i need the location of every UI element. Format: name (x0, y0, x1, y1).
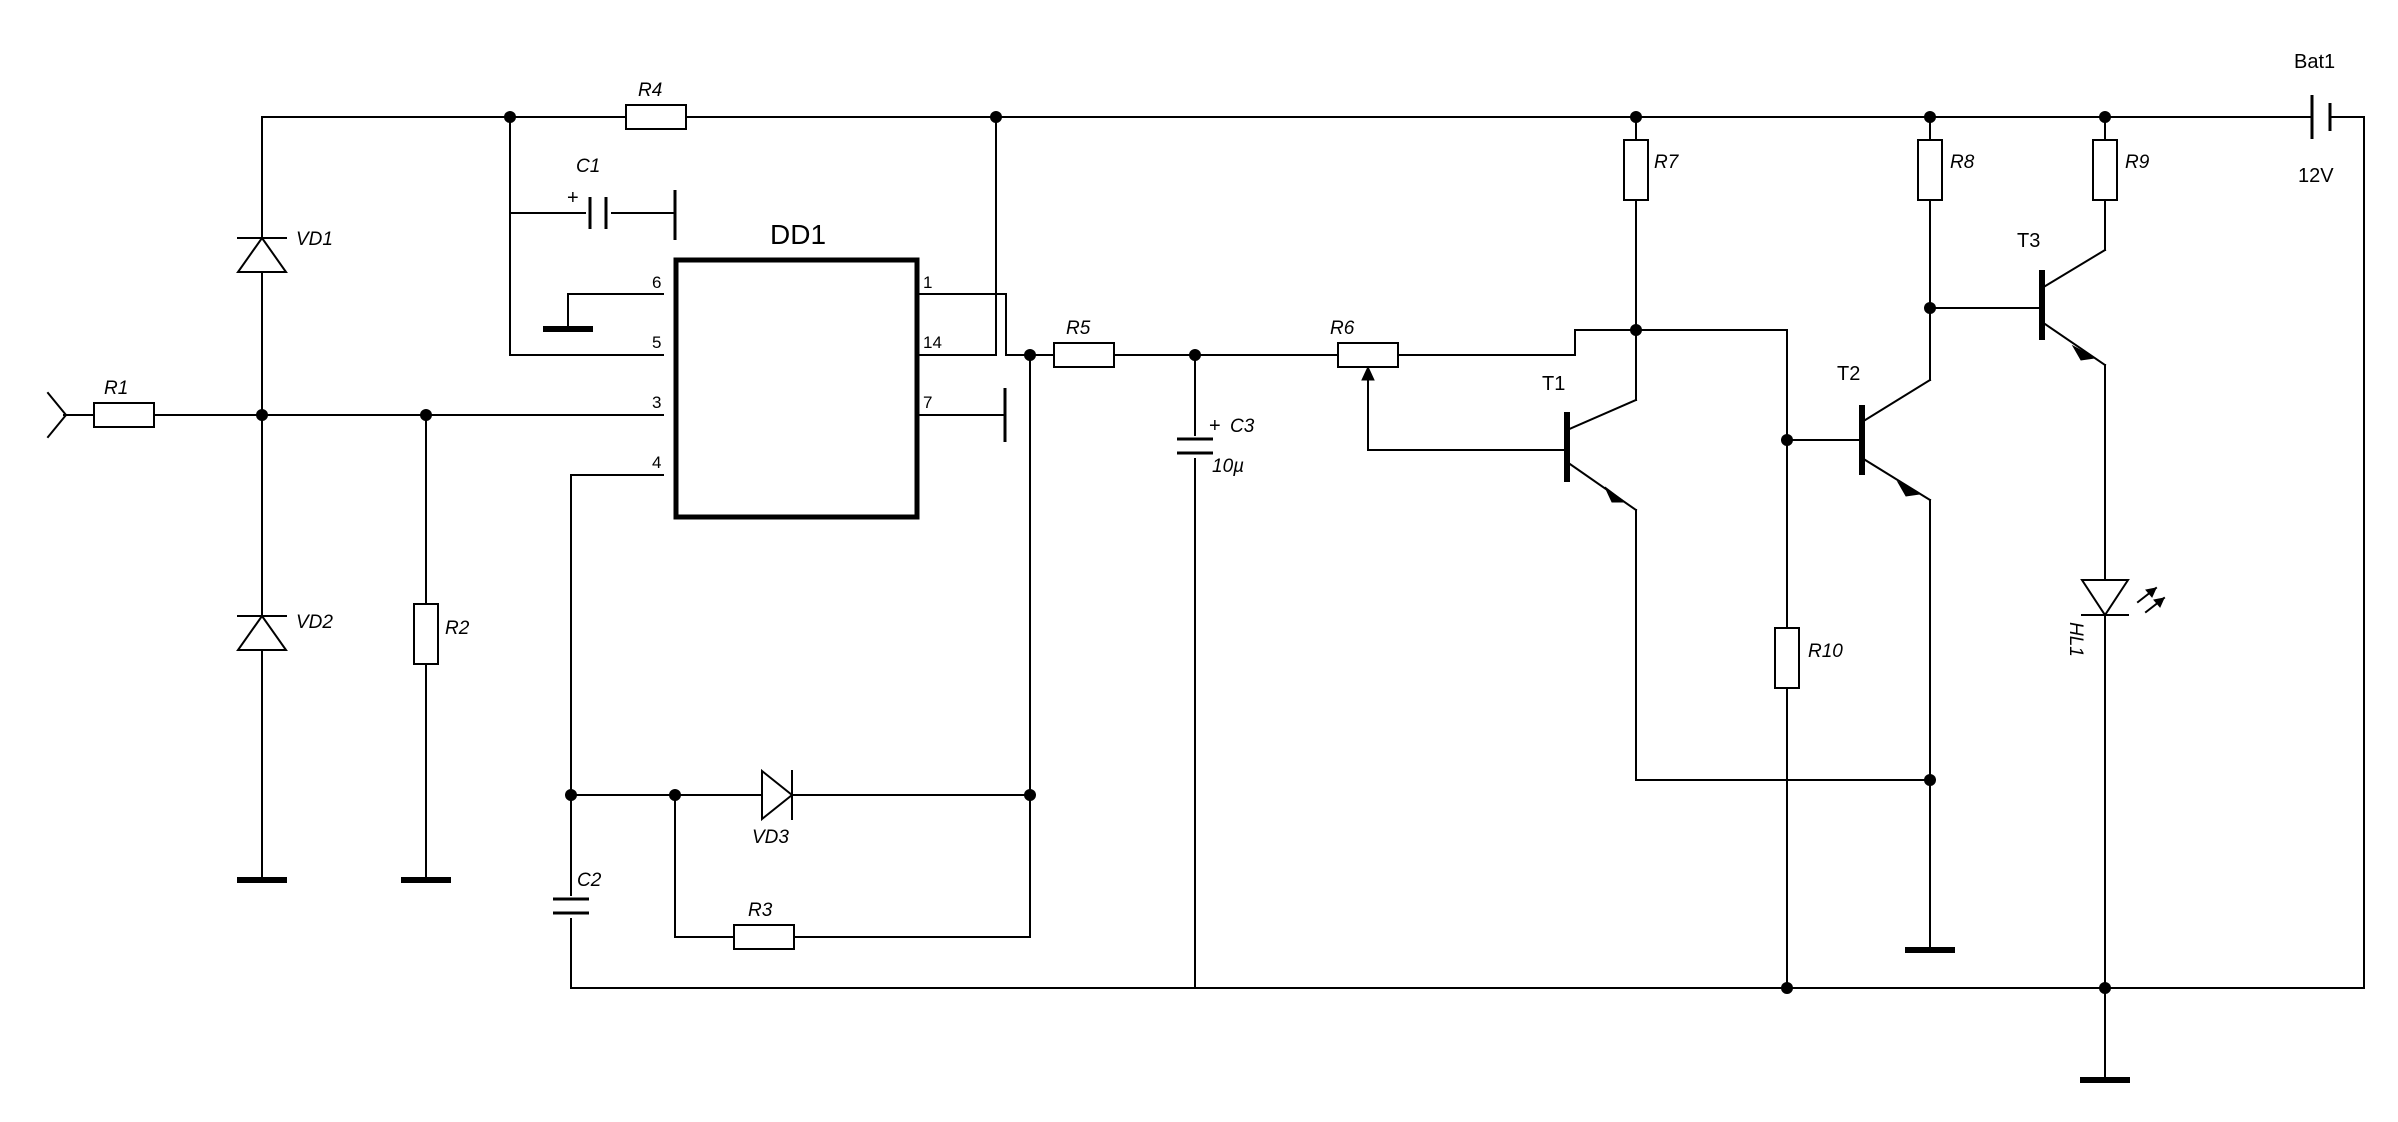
label-bat1: Bat1 (2294, 51, 2335, 73)
resistor-r10 (1774, 627, 1800, 689)
led-hl1 (2080, 579, 2166, 617)
label-hl1: HL1 (2065, 622, 2086, 657)
label-r8: R8 (1950, 152, 1975, 173)
transistor-t3 (2039, 248, 2107, 367)
resistor-r4 (625, 104, 687, 130)
antenna-input-icon (46, 391, 68, 439)
resistor-r8 (1917, 139, 1943, 201)
capacitor-c1 (587, 197, 611, 229)
label-c1: C1 (576, 156, 600, 177)
capacitor-c2 (553, 896, 589, 918)
label-c3-plus: + (1209, 415, 1221, 437)
label-vd1: VD1 (296, 229, 333, 250)
label-r5: R5 (1066, 318, 1091, 339)
pin-4: 4 (652, 453, 661, 472)
battery-bat1 (2310, 95, 2365, 139)
label-dd1: DD1 (770, 219, 826, 250)
label-t3: T3 (2017, 230, 2040, 252)
label-r3: R3 (748, 900, 773, 921)
label-c2: C2 (577, 870, 602, 891)
diode-vd2 (236, 614, 288, 651)
label-r2: R2 (445, 618, 470, 639)
pin-14: 14 (923, 333, 942, 352)
label-c3-value: 10µ (1212, 456, 1244, 477)
label-bat1-voltage: 12V (2298, 165, 2334, 187)
label-r6: R6 (1330, 318, 1355, 339)
label-r4: R4 (638, 80, 662, 101)
pin-3: 3 (652, 393, 661, 412)
pin-7: 7 (923, 393, 932, 412)
transistor-t2 (1859, 378, 1932, 502)
wires (63, 116, 2365, 1079)
label-r10: R10 (1808, 641, 1843, 662)
pin-6: 6 (652, 273, 661, 292)
label-vd2: VD2 (296, 612, 333, 633)
resistor-r5 (1053, 342, 1115, 368)
resistor-r7 (1623, 139, 1649, 201)
resistor-r1 (93, 402, 155, 428)
label-r1: R1 (104, 378, 128, 399)
label-c1-plus: + (567, 187, 579, 209)
ic-pin-numbers: 6 5 3 4 1 14 7 (652, 273, 942, 472)
transistor-t1 (1564, 398, 1638, 512)
label-vd3: VD3 (752, 827, 789, 848)
label-r9: R9 (2125, 152, 2150, 173)
ground-symbols (237, 326, 2130, 1083)
diode-vd3 (761, 768, 794, 822)
label-c3: C3 (1230, 416, 1255, 437)
resistor-r6-potentiometer (1337, 342, 1399, 381)
component-labels: R1 R4 C1 + VD1 VD2 R2 VD3 R3 C2 DD1 R5 C… (104, 51, 2335, 921)
label-t1: T1 (1542, 373, 1565, 395)
resistor-r9 (2092, 139, 2118, 201)
label-t2: T2 (1837, 363, 1860, 385)
label-r7: R7 (1654, 152, 1680, 173)
junction-dots (256, 111, 2111, 994)
resistor-r2 (413, 603, 439, 665)
resistor-r3 (733, 924, 795, 950)
pin-5: 5 (652, 333, 661, 352)
capacitor-c3 (1177, 436, 1213, 458)
pin-1: 1 (923, 273, 932, 292)
ic-dd1 (673, 257, 920, 520)
diode-vd1 (236, 236, 288, 273)
